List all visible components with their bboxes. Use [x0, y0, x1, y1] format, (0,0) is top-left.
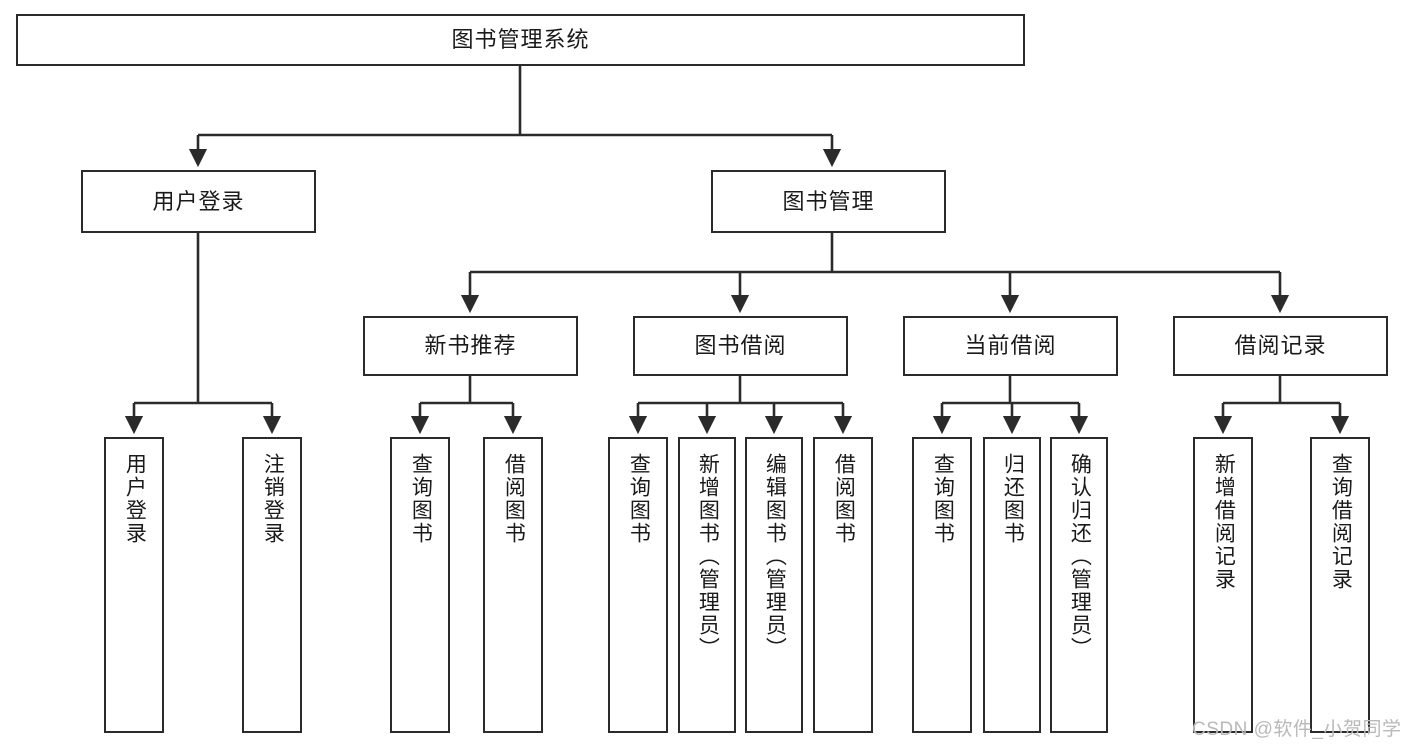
leaf-current-confirm-return[interactable]: 确认归还（管理员） [1050, 437, 1108, 733]
leaf-user-logout[interactable]: 注销登录 [242, 437, 302, 733]
watermark: CSDN @软件_小贺同学 [1192, 719, 1402, 740]
node-label: 借阅图书 [832, 453, 856, 545]
node-root-system[interactable]: 图书管理系统 [16, 14, 1025, 66]
node-label: 图书管理 [782, 188, 875, 214]
node-label: 查询图书 [409, 453, 433, 545]
node-label: 查询图书 [931, 453, 955, 545]
leaf-record-query-record[interactable]: 查询借阅记录 [1310, 437, 1370, 733]
node-label: 用户登录 [123, 453, 147, 545]
leaf-borrow-borrow-book[interactable]: 借阅图书 [813, 437, 873, 733]
node-label: 查询图书 [627, 453, 651, 545]
node-label: 借阅图书 [502, 453, 526, 545]
node-label: 用户登录 [152, 188, 245, 214]
node-new-book-recommend[interactable]: 新书推荐 [363, 316, 578, 376]
node-label: 新书推荐 [424, 333, 517, 359]
node-label: 归还图书 [1001, 453, 1025, 545]
leaf-record-add-record[interactable]: 新增借阅记录 [1193, 437, 1253, 733]
leaf-borrow-add-book[interactable]: 新增图书（管理员） [678, 437, 736, 733]
node-label: 借阅记录 [1234, 333, 1327, 359]
node-label: 当前借阅 [964, 333, 1057, 359]
leaf-current-return-book[interactable]: 归还图书 [983, 437, 1041, 733]
node-label: 新增借阅记录 [1212, 453, 1236, 591]
node-label: 图书管理系统 [451, 27, 590, 53]
node-borrow-record[interactable]: 借阅记录 [1173, 316, 1388, 376]
node-label: 新增图书（管理员） [696, 453, 720, 660]
node-book-management[interactable]: 图书管理 [711, 170, 946, 233]
node-book-borrow[interactable]: 图书借阅 [633, 316, 848, 376]
leaf-recommend-borrow-book[interactable]: 借阅图书 [483, 437, 543, 733]
node-current-borrow[interactable]: 当前借阅 [903, 316, 1118, 376]
node-label: 图书借阅 [694, 333, 787, 359]
leaf-current-query-book[interactable]: 查询图书 [912, 437, 972, 733]
leaf-borrow-query-book[interactable]: 查询图书 [608, 437, 668, 733]
leaf-user-login[interactable]: 用户登录 [104, 437, 164, 733]
node-label: 查询借阅记录 [1329, 453, 1353, 591]
leaf-recommend-query-book[interactable]: 查询图书 [390, 437, 450, 733]
node-label: 编辑图书（管理员） [763, 453, 787, 660]
node-label: 注销登录 [261, 453, 285, 545]
leaf-borrow-edit-book[interactable]: 编辑图书（管理员） [745, 437, 803, 733]
node-label: 确认归还（管理员） [1068, 453, 1092, 660]
node-user-login[interactable]: 用户登录 [81, 170, 316, 233]
